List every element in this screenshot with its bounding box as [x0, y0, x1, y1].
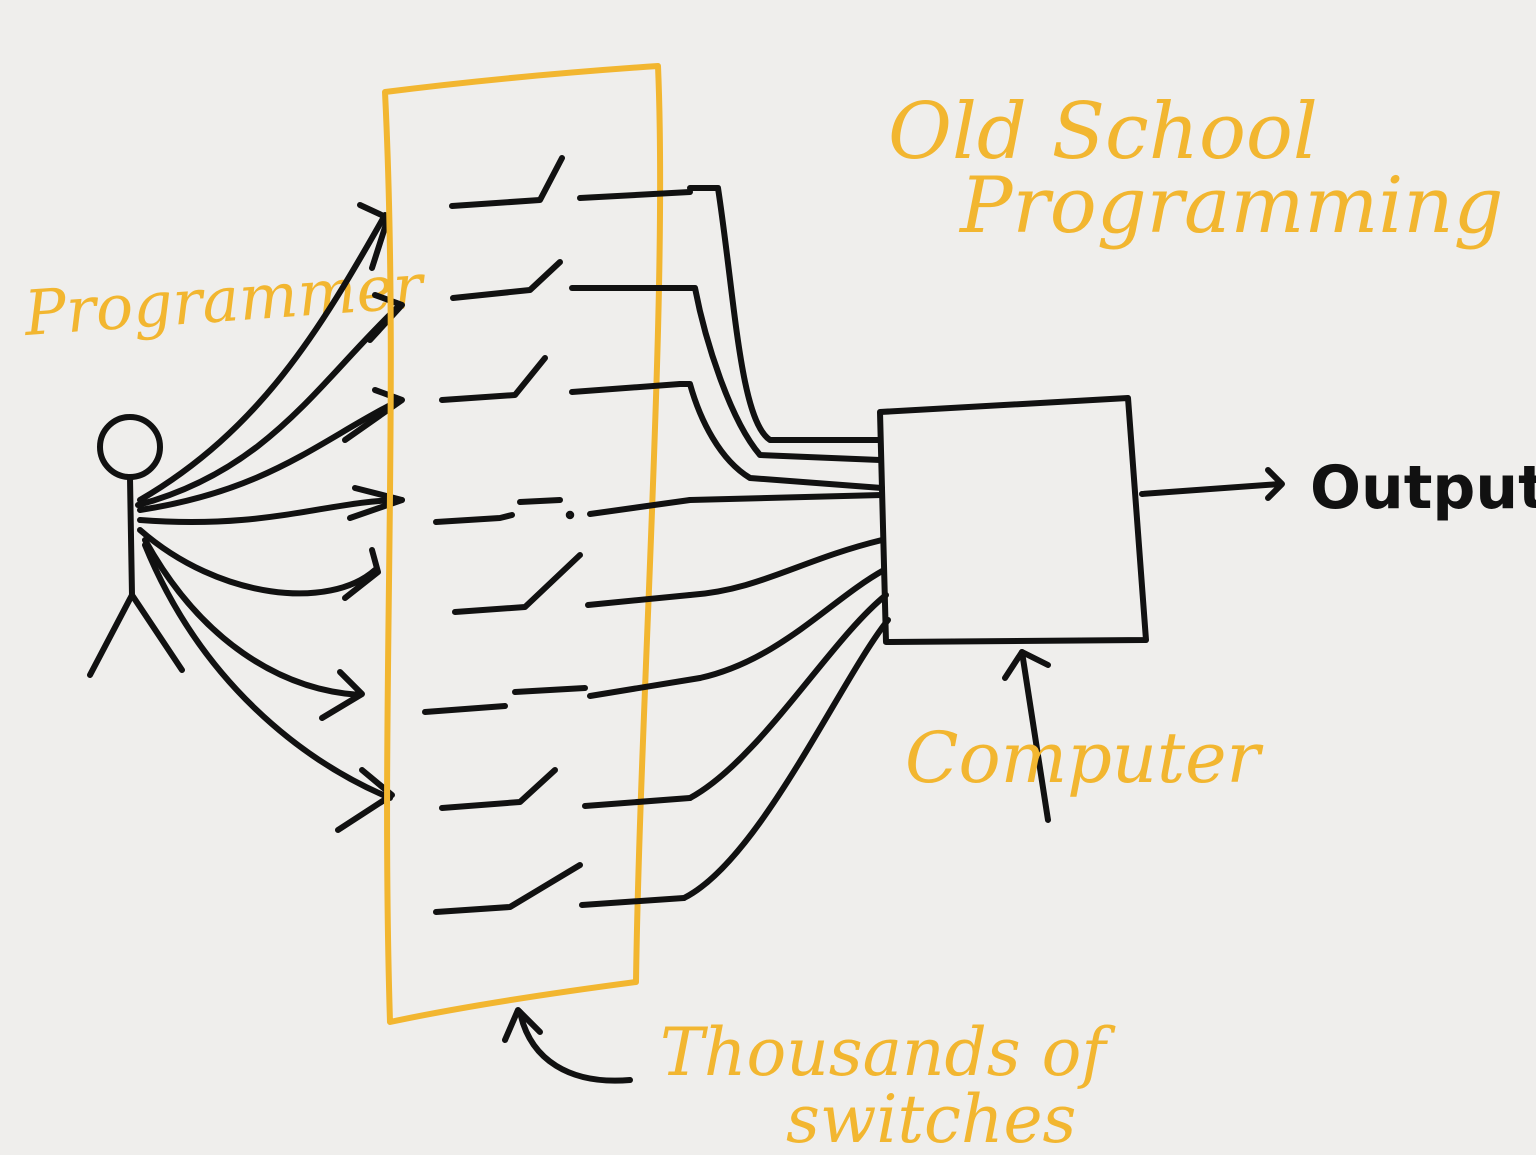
computer-box: [877, 395, 1149, 645]
switch-row-1: [449, 155, 693, 209]
computer-label-arrow: [1002, 649, 1051, 823]
switch-row-3: [439, 355, 683, 403]
switches-label-line-2: switches: [786, 1081, 1076, 1155]
programmer-figure-icon: [87, 414, 185, 678]
title-line-1: Old School: [888, 87, 1318, 177]
switch-to-computer-wires: [677, 185, 891, 901]
switch-row-4: [433, 497, 693, 525]
diagram-title: Old School Programming: [888, 87, 1504, 251]
programmer-to-switch-arrows: [135, 202, 405, 833]
switches-label-line-1: Thousands of: [660, 1014, 1116, 1091]
computer-label: Computer: [905, 717, 1264, 799]
switch-row-7: [439, 767, 693, 811]
switches-label-arrow: [502, 1007, 633, 1084]
switch-row-5: [452, 552, 693, 615]
output-arrow: [1139, 467, 1285, 501]
switch-row-8: [433, 862, 687, 915]
output-label: Output: [1310, 453, 1536, 523]
switch-panel-frame: [382, 63, 664, 1025]
title-line-2: Programming: [958, 161, 1504, 251]
switch-row-6: [422, 675, 703, 715]
switch-row-2: [450, 259, 683, 301]
